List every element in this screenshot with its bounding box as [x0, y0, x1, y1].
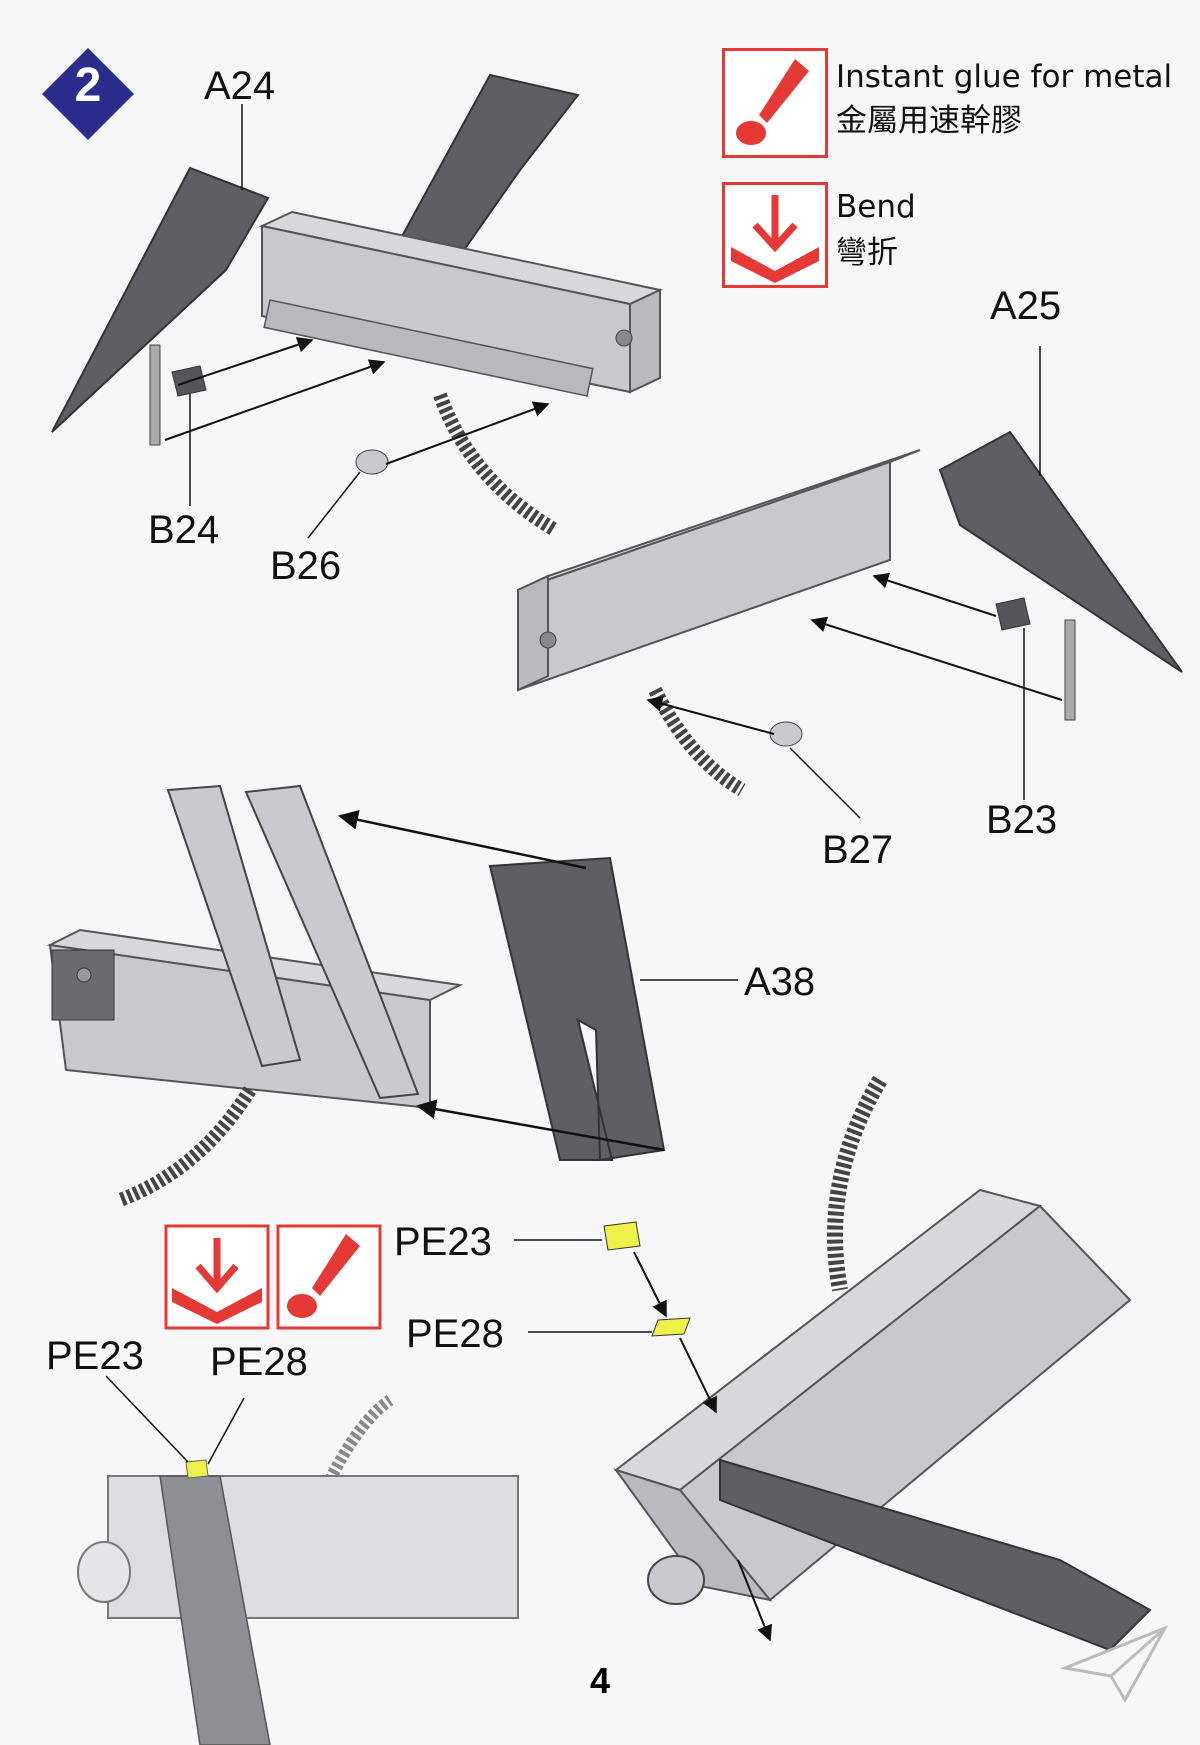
- assembly-3: [46, 784, 738, 1207]
- lower-step-icons: [164, 1224, 382, 1330]
- receiver-end: [629, 288, 661, 394]
- label-b23: B23: [986, 798, 1058, 842]
- receiver2-side: [517, 460, 891, 692]
- bend-arrow-icon: [731, 195, 819, 283]
- paper-plane-watermark-icon: [1059, 1625, 1169, 1704]
- part-b23-small: [995, 597, 1031, 631]
- glue-label-zh: 金屬用速幹膠: [836, 103, 1022, 139]
- step-number: 2: [74, 59, 102, 112]
- step-badge: [42, 48, 134, 140]
- elevation-arc-5: [324, 1395, 394, 1483]
- muzzle-5: [77, 1541, 131, 1603]
- muzzle-4: [647, 1555, 705, 1605]
- lower-rail: [263, 299, 594, 397]
- label-a25: A25: [990, 284, 1062, 328]
- shield-plate-a25: [938, 430, 1183, 673]
- bend-legend-box: [722, 182, 828, 288]
- label-pe28-top: PE28: [406, 1312, 504, 1356]
- bend-label-zh: 彎折: [836, 235, 898, 271]
- part-pe28-top: [651, 1317, 691, 1337]
- elevation-arc: [433, 392, 559, 537]
- part-pe23-top: [603, 1221, 641, 1251]
- label-a38: A38: [744, 960, 816, 1004]
- label-pe23-bottom: PE23: [46, 1334, 144, 1378]
- part-b27-small: [769, 721, 803, 747]
- part-pe23-installed: [185, 1459, 209, 1479]
- label-pe28-bottom: PE28: [210, 1340, 308, 1384]
- glue-brush-icon: [736, 59, 809, 145]
- part-b26-small: [355, 449, 389, 475]
- part-a38: [488, 856, 666, 1162]
- shield-plate-a24-left: [51, 166, 270, 433]
- label-a24: A24: [204, 64, 276, 108]
- receiver4-end: [613, 1468, 773, 1602]
- bend-label-en: Bend: [836, 189, 916, 225]
- assembly-2: [241, 104, 1183, 819]
- label-b24: B24: [148, 508, 220, 552]
- assembly-1: [51, 73, 664, 539]
- mount-post: [149, 344, 161, 446]
- assembly-5: [77, 1375, 519, 1745]
- elevation-arc-4: [827, 1075, 887, 1292]
- page-number: 4: [590, 1660, 611, 1701]
- spade-grip-right: [244, 784, 420, 1100]
- receiver2-end: [517, 574, 549, 692]
- label-b27: B27: [822, 828, 894, 872]
- spade-grip-4: [719, 1458, 1152, 1652]
- mount-post-2: [1064, 619, 1076, 721]
- label-b26: B26: [270, 544, 342, 588]
- glue-label-en: Instant glue for metal: [836, 59, 1173, 95]
- assembly-4: [514, 1075, 1152, 1652]
- elevation-arc-3: [117, 1086, 256, 1207]
- label-pe23-top: PE23: [394, 1220, 492, 1264]
- spade-grip-left: [166, 784, 302, 1068]
- glue-legend-box: [722, 48, 828, 158]
